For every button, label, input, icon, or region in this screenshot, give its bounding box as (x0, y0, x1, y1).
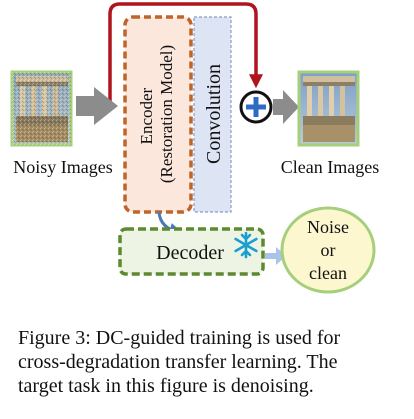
decoder-block (118, 227, 265, 276)
skip-connection-arrow (108, 2, 263, 106)
noisy-image (10, 70, 73, 147)
convolution-label: Convolution (203, 64, 225, 164)
input-flow-arrow (76, 87, 118, 125)
decoder-label: Decoder (156, 242, 224, 264)
input-label: Noisy Images (13, 157, 112, 177)
target-label-line2: or (321, 240, 336, 260)
clean-image (297, 70, 360, 147)
caption-line-3: target task in this figure is denoising. (18, 375, 314, 397)
figure-caption: Figure 3: DC-guided training is used for… (18, 326, 402, 398)
plus-circle-icon (239, 90, 273, 124)
convolution-block (193, 16, 232, 213)
output-flow-arrow (273, 90, 299, 124)
target-label-line3: clean (309, 263, 347, 283)
encoder-label-line1: Encoder (137, 87, 156, 144)
encoder-block (123, 15, 193, 214)
caption-line-1: Figure 3: DC-guided training is used for (18, 327, 341, 349)
caption-line-2: cross-degradation transfer learning. The (18, 351, 338, 373)
encoder-label: Encoder (Restoration Model) (137, 45, 176, 183)
output-label: Clean Images (281, 157, 379, 177)
snowflake-icon (234, 231, 258, 259)
target-label-line1: Noise (307, 217, 349, 237)
dc-training-diagram: Noisy Images Encoder (Restoration Model)… (10, 2, 379, 294)
target-ellipse (280, 206, 376, 294)
encoder-label-line2: (Restoration Model) (157, 45, 176, 183)
